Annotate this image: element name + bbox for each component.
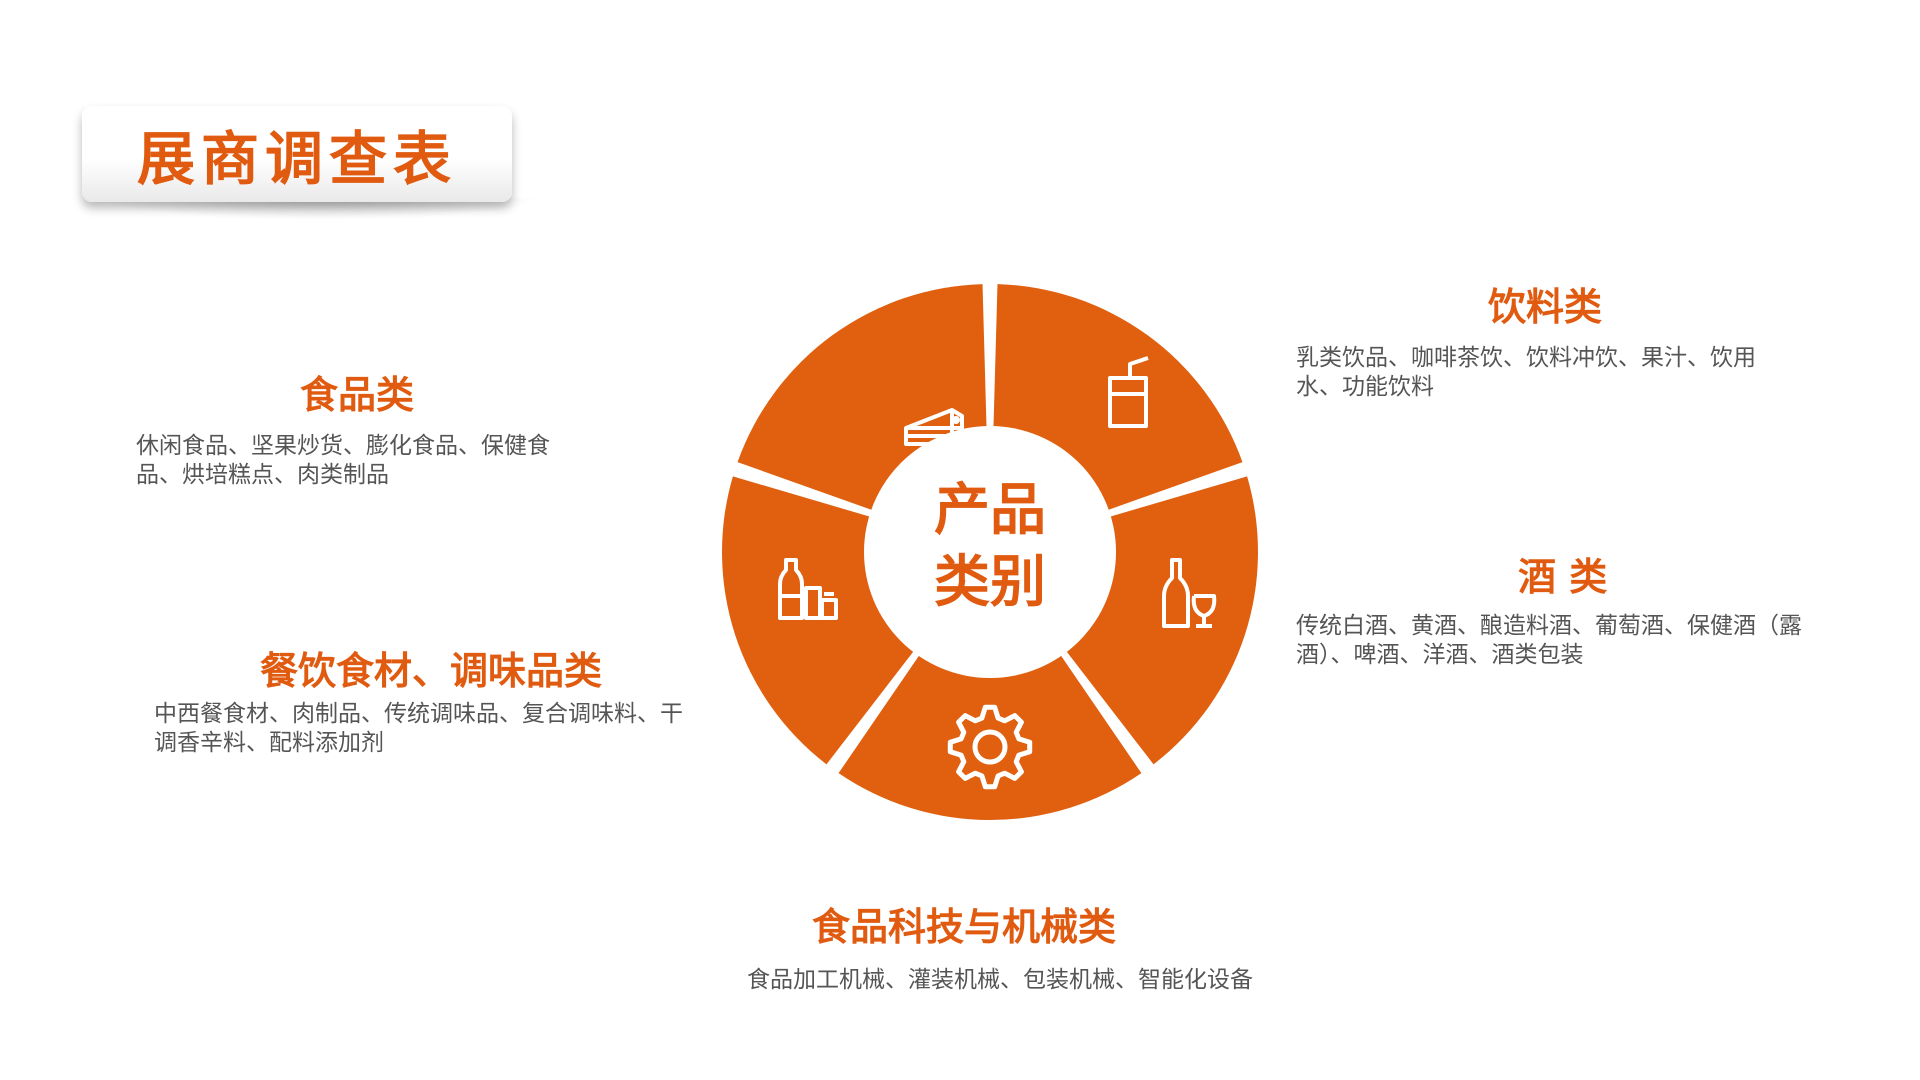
category-desc-machinery: 食品加工机械、灌装机械、包装机械、智能化设备 xyxy=(747,967,1253,993)
wheel-segment-machinery xyxy=(838,651,1142,820)
category-desc-beverage: 乳类饮品、咖啡茶饮、饮料冲饮、果汁、饮用水、功能饮料 xyxy=(1296,345,1756,400)
wine-bottle-icon xyxy=(1162,558,1217,628)
condiment-bottles-icon xyxy=(778,558,838,620)
category-wheel xyxy=(722,284,1258,820)
category-desc-catering: 中西餐食材、肉制品、传统调味品、复合调味料、干调香辛料、配料添加剂 xyxy=(154,701,683,756)
category-desc-food: 休闲食品、坚果炒货、膨化食品、保健食品、烘培糕点、肉类制品 xyxy=(136,433,550,488)
category-title-alcohol: 酒 类 xyxy=(1518,555,1608,599)
gear-icon xyxy=(947,704,1033,790)
wheel-center-hole xyxy=(864,426,1116,678)
page-title: 展商调查表 xyxy=(136,125,457,193)
drink-cup-icon xyxy=(1108,356,1149,428)
category-title-machinery: 食品科技与机械类 xyxy=(812,905,1117,949)
center-label-line-2: 类别 xyxy=(934,550,1046,615)
cake-slice-icon xyxy=(904,408,964,446)
center-label-line-1: 产品 xyxy=(934,478,1046,543)
wheel-center-label: 产品 类别 xyxy=(870,475,1110,619)
wheel-segment-beverage xyxy=(993,284,1243,512)
category-title-catering: 餐饮食材、调味品类 xyxy=(260,649,603,693)
title-card: 展商调查表 xyxy=(82,106,512,202)
category-desc-alcohol: 传统白酒、黄酒、酿造料酒、葡萄酒、保健酒（露酒）、啤酒、洋酒、酒类包装 xyxy=(1296,613,1802,668)
category-title-beverage: 饮料类 xyxy=(1488,285,1603,329)
wheel-segment-food xyxy=(737,284,987,512)
title-card-shadow xyxy=(100,198,540,220)
category-title-food: 食品类 xyxy=(300,373,415,417)
